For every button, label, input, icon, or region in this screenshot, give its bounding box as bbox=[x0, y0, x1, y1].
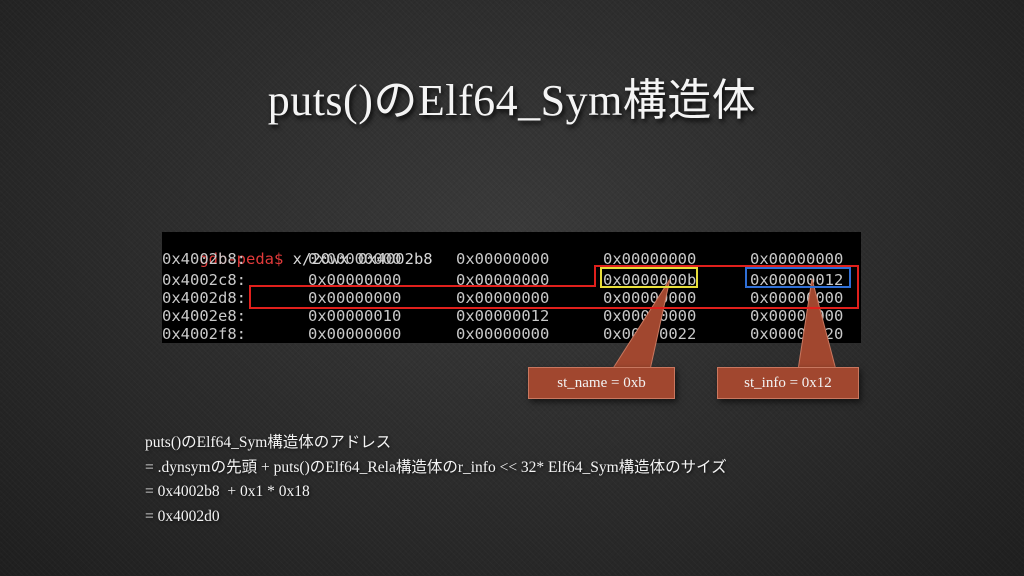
memory-word-st-info: 0x00000012 bbox=[750, 271, 844, 289]
st-info-callout: st_info = 0x12 bbox=[717, 367, 859, 399]
terminal-command-line: gdb-peda$ x/20wx 0x4002b8 bbox=[162, 232, 432, 268]
calc-line-4: = 0x4002d0 bbox=[145, 507, 220, 525]
calc-line-2: = .dynsymの先頭 + puts()のElf64_Rela構造体のr_in… bbox=[145, 458, 727, 476]
memory-word: 0x00000022 bbox=[603, 325, 697, 343]
gdb-prompt: gdb-peda$ bbox=[199, 250, 284, 268]
memory-address: 0x4002f8: bbox=[162, 325, 246, 343]
calc-line-1: puts()のElf64_Sym構造体のアドレス bbox=[145, 434, 392, 451]
gdb-terminal-screenshot: gdb-peda$ x/20wx 0x4002b8 0x4002b8: 0x00… bbox=[162, 232, 861, 343]
memory-word: 0x00000000 bbox=[750, 289, 844, 307]
memory-row: 0x4002b8: 0x00000000 0x00000000 0x000000… bbox=[162, 250, 861, 268]
memory-word: 0x00000000 bbox=[308, 325, 402, 343]
memory-word: 0x00000000 bbox=[750, 250, 844, 268]
memory-row: 0x4002c8: 0x00000000 0x00000000 0x000000… bbox=[162, 271, 861, 289]
memory-word: 0x00000000 bbox=[456, 271, 550, 289]
memory-word: 0x00000000 bbox=[456, 289, 550, 307]
memory-row: 0x4002e8: 0x00000010 0x00000012 0x000000… bbox=[162, 307, 861, 325]
memory-address: 0x4002c8: bbox=[162, 271, 246, 289]
slide-title: puts()のElf64_Sym構造体 bbox=[267, 76, 757, 125]
memory-word: 0x00000000 bbox=[603, 250, 697, 268]
memory-word: 0x00000020 bbox=[750, 325, 844, 343]
memory-word: 0x00000000 bbox=[603, 307, 697, 325]
memory-row: 0x4002f8: 0x00000000 0x00000000 0x000000… bbox=[162, 325, 861, 343]
memory-word: 0x00000000 bbox=[603, 289, 697, 307]
memory-address: 0x4002b8: bbox=[162, 250, 246, 268]
memory-word: 0x00000000 bbox=[308, 289, 402, 307]
memory-word: 0x00000000 bbox=[308, 271, 402, 289]
calc-line-3: = 0x4002b8 + 0x1 * 0x18 bbox=[145, 483, 310, 500]
memory-address: 0x4002e8: bbox=[162, 307, 246, 325]
memory-word: 0x00000000 bbox=[456, 250, 550, 268]
memory-word: 0x00000000 bbox=[456, 325, 550, 343]
st-name-callout: st_name = 0xb bbox=[528, 367, 675, 399]
address-calculation-text: puts()のElf64_Sym構造体のアドレス = .dynsymの先頭 + … bbox=[145, 431, 727, 529]
memory-word: 0x00000000 bbox=[750, 307, 844, 325]
memory-address: 0x4002d8: bbox=[162, 289, 246, 307]
memory-word: 0x00000010 bbox=[308, 307, 402, 325]
memory-word: 0x00000012 bbox=[456, 307, 550, 325]
memory-row: 0x4002d8: 0x00000000 0x00000000 0x000000… bbox=[162, 289, 861, 307]
memory-word-st-name: 0x0000000b bbox=[603, 271, 697, 289]
memory-word: 0x00000000 bbox=[308, 250, 402, 268]
gdb-command: x/20wx 0x4002b8 bbox=[283, 250, 433, 268]
